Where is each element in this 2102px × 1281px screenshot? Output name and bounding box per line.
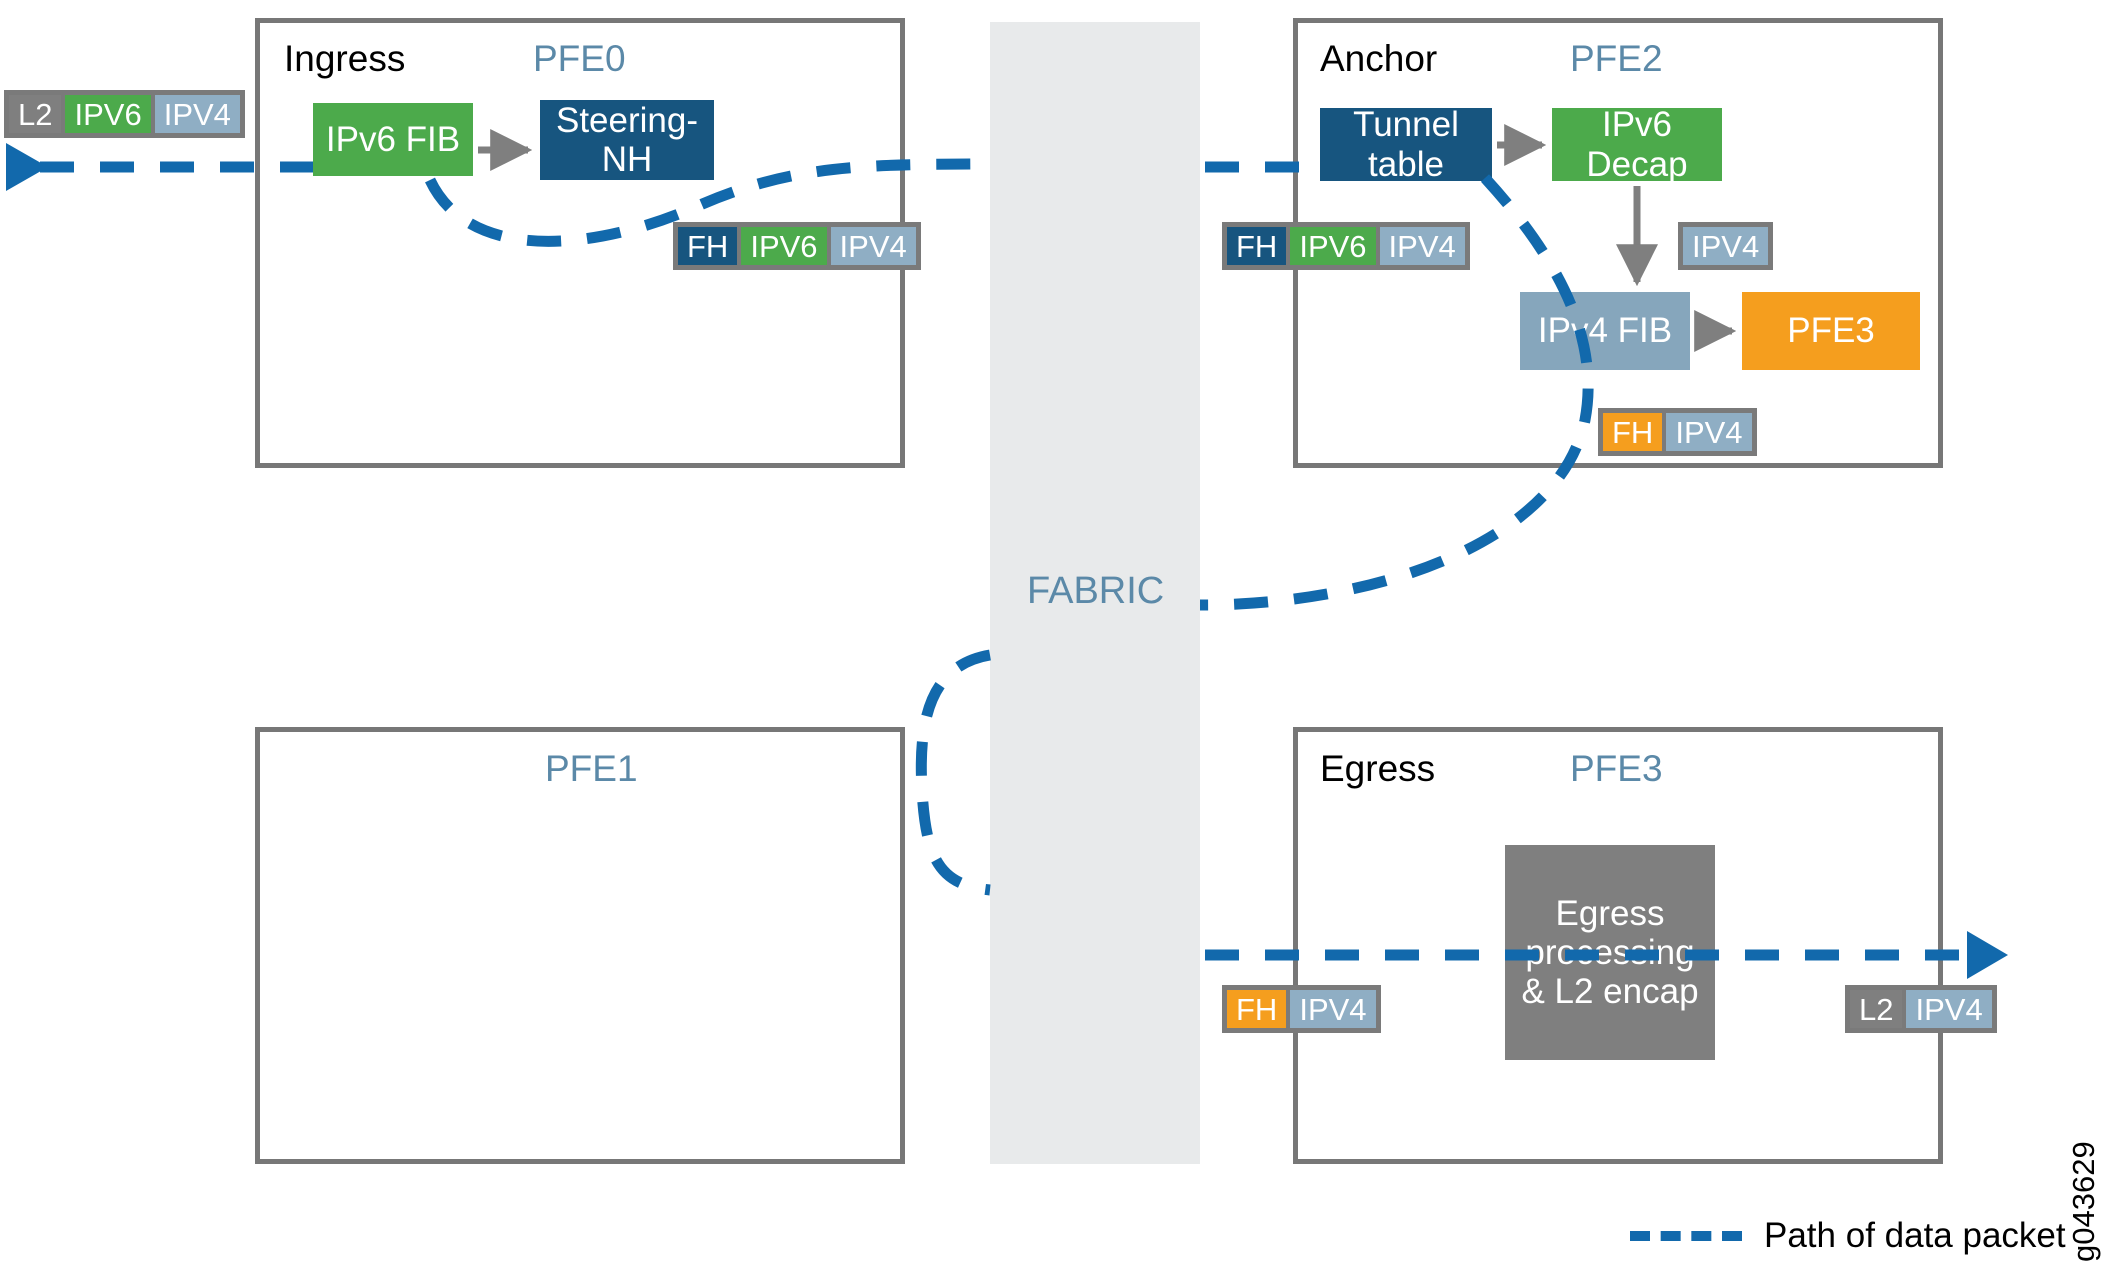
packet-anchor-received: FH IPV6 IPV4 bbox=[1222, 222, 1470, 270]
egress-processing-block[interactable]: Egress processing & L2 encap bbox=[1505, 845, 1715, 1060]
packet-segment-fh: FH bbox=[678, 227, 738, 265]
packet-segment-ipv6: IPV6 bbox=[65, 95, 151, 133]
packet-segment-ipv4: IPV4 bbox=[154, 95, 240, 133]
pfe0-role-label: Ingress bbox=[284, 38, 406, 79]
pfe3-target-block[interactable]: PFE3 bbox=[1742, 292, 1920, 370]
legend-dash-swatch bbox=[1630, 1230, 1742, 1241]
packet-segment-l2: L2 bbox=[1850, 990, 1903, 1028]
pfe0-name-label: PFE0 bbox=[533, 38, 626, 79]
pfe3-name-label: PFE3 bbox=[1570, 748, 1663, 789]
packet-anchor-decapped: IPV4 bbox=[1678, 222, 1774, 270]
packet-ingress-input: L2 IPV6 IPV4 bbox=[4, 90, 245, 138]
packet-segment-fh: FH bbox=[1227, 227, 1287, 265]
packet-ingress-encapsulated: FH IPV6 IPV4 bbox=[673, 222, 921, 270]
packet-segment-ipv4: IPV4 bbox=[1379, 227, 1465, 265]
fabric-column bbox=[990, 22, 1200, 1164]
packet-segment-ipv4: IPV4 bbox=[1683, 227, 1769, 265]
packet-segment-fh: FH bbox=[1227, 990, 1287, 1028]
packet-anchor-forwarded: FH IPV4 bbox=[1598, 408, 1757, 456]
ipv6-fib-block[interactable]: IPv6 FIB bbox=[313, 103, 473, 176]
packet-segment-ipv6: IPV6 bbox=[1290, 227, 1376, 265]
path-start-arrowhead bbox=[6, 143, 48, 191]
packet-segment-l2: L2 bbox=[9, 95, 62, 133]
packet-segment-fh: FH bbox=[1603, 413, 1663, 451]
legend: Path of data packet bbox=[1630, 1218, 2066, 1253]
pfe3-container bbox=[1293, 727, 1943, 1164]
packet-segment-ipv4: IPV4 bbox=[1666, 413, 1752, 451]
steering-nh-block[interactable]: Steering- NH bbox=[540, 100, 714, 180]
packet-egress-received: FH IPV4 bbox=[1222, 985, 1381, 1033]
pfe3-role-label: Egress bbox=[1320, 748, 1436, 789]
ipv6-decap-block[interactable]: IPv6 Decap bbox=[1552, 105, 1722, 184]
packet-segment-ipv4: IPV4 bbox=[1290, 990, 1376, 1028]
tunnel-table-block[interactable]: Tunnel table bbox=[1320, 105, 1492, 184]
fabric-label: FABRIC bbox=[1027, 570, 1165, 612]
packet-egress-output: L2 IPV4 bbox=[1845, 985, 1997, 1033]
path-fabric-loop-down bbox=[915, 649, 992, 896]
pfe2-name-label: PFE2 bbox=[1570, 38, 1663, 79]
path-end-arrowhead bbox=[1967, 931, 2008, 979]
packet-segment-ipv6: IPV6 bbox=[741, 227, 827, 265]
pfe2-role-label: Anchor bbox=[1320, 38, 1438, 79]
legend-label: Path of data packet bbox=[1764, 1216, 2066, 1255]
figure-id-watermark: g043629 bbox=[2066, 1141, 2101, 1262]
packet-segment-ipv4: IPV4 bbox=[830, 227, 916, 265]
ipv4-fib-block[interactable]: IPv4 FIB bbox=[1520, 292, 1690, 370]
packet-segment-ipv4: IPV4 bbox=[1906, 990, 1992, 1028]
pfe1-name-label: PFE1 bbox=[545, 748, 638, 789]
pfe1-container bbox=[255, 727, 905, 1164]
